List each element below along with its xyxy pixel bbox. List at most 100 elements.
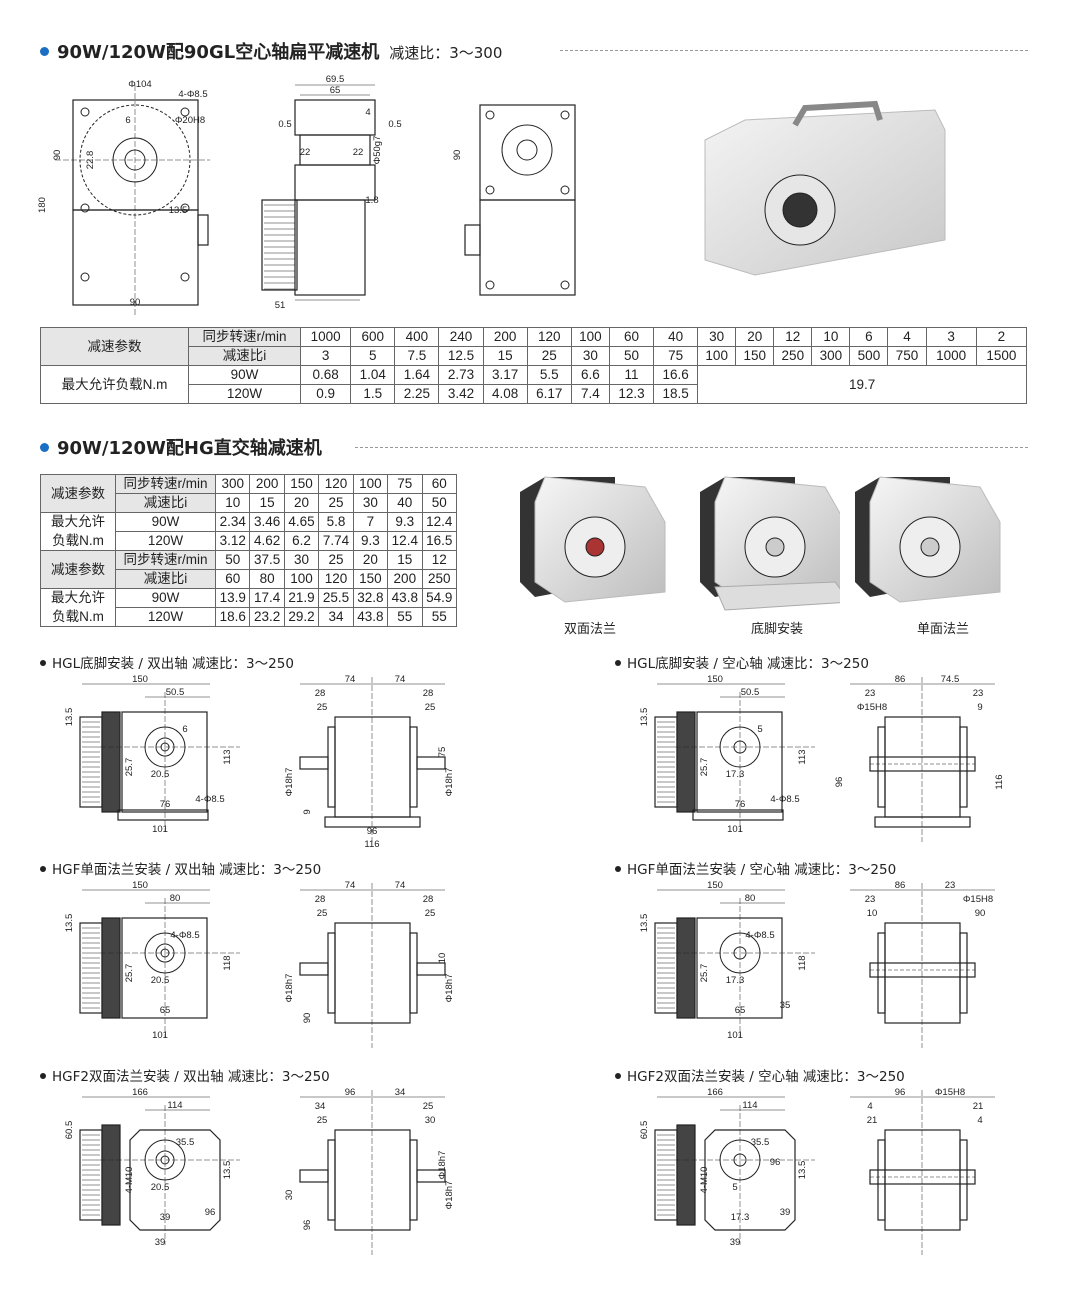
- dimension-label: 90: [302, 1013, 313, 1024]
- cell: 200: [387, 569, 423, 589]
- photo-caption: 双面法兰: [563, 622, 617, 637]
- dimension-label: 80: [170, 893, 181, 904]
- variant-title-text: HGF2双面法兰安装 / 空心轴 减速比：3～250: [627, 1069, 905, 1085]
- cell: 200: [249, 474, 285, 494]
- photo-single-flange: [840, 462, 1010, 612]
- section1-subtitle: 减速比：3～300: [389, 44, 503, 62]
- dimension-label: 90: [130, 297, 141, 308]
- drawing-circle: [585, 537, 605, 557]
- cell: 25.5: [318, 588, 354, 608]
- dimension-label: 101: [152, 824, 168, 835]
- dimension-label: 22: [353, 147, 364, 158]
- dimension-label: 4-Φ8.5: [195, 794, 224, 805]
- cell: 120: [318, 569, 354, 589]
- cell: 4.62: [249, 531, 285, 551]
- cell: 12: [773, 327, 813, 347]
- drawing-outline: [334, 1129, 411, 1231]
- dimension-label: Φ20H8: [175, 115, 205, 126]
- cell: 9.3: [352, 531, 389, 551]
- dimension-label: Φ18h7: [437, 1151, 448, 1180]
- variant-title-text: HGF单面法兰安装 / 双出轴 减速比：3～250: [52, 862, 322, 878]
- cell: 150: [352, 569, 389, 589]
- drawing-outline: [117, 809, 209, 821]
- cell: 32.8: [352, 588, 389, 608]
- cell: 25: [318, 493, 354, 513]
- cell: 7.5: [394, 346, 440, 366]
- dimension-label: 80: [745, 893, 756, 904]
- drawing-outline: [334, 716, 411, 818]
- dimension-label: 4-M10: [124, 1167, 135, 1194]
- drawing-outline: [416, 756, 446, 770]
- dimension-label: 180: [37, 197, 48, 213]
- cell: 20: [352, 550, 389, 570]
- dimension-label: 34: [315, 1101, 326, 1112]
- drawing-outline: [877, 726, 886, 808]
- cell: 100: [570, 327, 610, 347]
- cell: 1500: [975, 346, 1028, 366]
- dimension-label: 90: [52, 150, 63, 161]
- dimension-label: Φ18h7: [284, 974, 295, 1003]
- row-label: 90W: [115, 588, 216, 608]
- drawing-outline: [479, 199, 576, 296]
- dimension-label: 21: [867, 1115, 878, 1126]
- cell: 1.04: [350, 365, 396, 385]
- dimension-label: 50.5: [166, 687, 185, 698]
- cell: 12: [421, 550, 458, 570]
- gearbox-handle: [792, 100, 883, 127]
- drawing-circle: [782, 192, 818, 228]
- cell: 12.3: [608, 384, 655, 404]
- dimension-label: 166: [132, 1087, 148, 1098]
- drawing-outline: [692, 809, 784, 821]
- dimension-label: 13.5: [64, 708, 75, 727]
- row-label: 减速比i: [188, 346, 301, 366]
- dimension-label: Φ50g7: [372, 136, 383, 165]
- drawing-outline: [197, 214, 209, 246]
- row-group-label: 减速参数: [40, 474, 116, 513]
- variant-title: HGL底脚安装 / 空心轴 减速比：3～250: [615, 652, 869, 672]
- dimension-label: 51: [275, 300, 286, 311]
- dimension-label: 25.7: [699, 964, 710, 983]
- dimension-label: 4: [365, 107, 370, 118]
- dimension-label: 23: [865, 894, 876, 905]
- dimension-label: 118: [222, 955, 233, 970]
- cell: 60: [214, 569, 251, 589]
- cell: 17.4: [249, 588, 285, 608]
- cell: 4.65: [283, 512, 320, 532]
- cell: 2.34: [214, 512, 251, 532]
- cell: 1000: [299, 327, 352, 347]
- drawing-outline: [294, 199, 366, 296]
- dimension-label: 0.5: [278, 119, 291, 130]
- drawing-outline: [299, 756, 329, 770]
- drawing-circle: [765, 537, 785, 557]
- cell: 43.8: [352, 607, 389, 627]
- dimension-label: 17.3: [726, 975, 745, 986]
- dimension-label: 10: [867, 908, 878, 919]
- cell: 1.5: [350, 384, 396, 404]
- dimension-label: 150: [707, 674, 723, 685]
- drawing-outline: [324, 816, 421, 828]
- variant-title: HGF单面法兰安装 / 双出轴 减速比：3～250: [40, 858, 321, 878]
- cell: 150: [735, 346, 775, 366]
- dimension-label: 39: [160, 1212, 171, 1223]
- dimension-label: 13.5: [639, 914, 650, 933]
- dimension-label: 13.5: [222, 1161, 233, 1180]
- cell: 11: [608, 365, 655, 385]
- dimension-label: 116: [364, 839, 379, 850]
- dimension-label: 4-M10: [699, 1167, 710, 1194]
- bullet-icon: [615, 1073, 621, 1079]
- dimension-label: 114: [742, 1100, 757, 1111]
- bullet-icon: [40, 46, 49, 56]
- dimension-label: 150: [132, 674, 148, 685]
- dimension-label: 4-Φ8.5: [745, 930, 774, 941]
- dimension-label: 65: [160, 1005, 171, 1016]
- section2-title: 90W/120W配HG直交轴减速机: [57, 438, 322, 459]
- cell: 120: [318, 474, 354, 494]
- cell: 100: [697, 346, 737, 366]
